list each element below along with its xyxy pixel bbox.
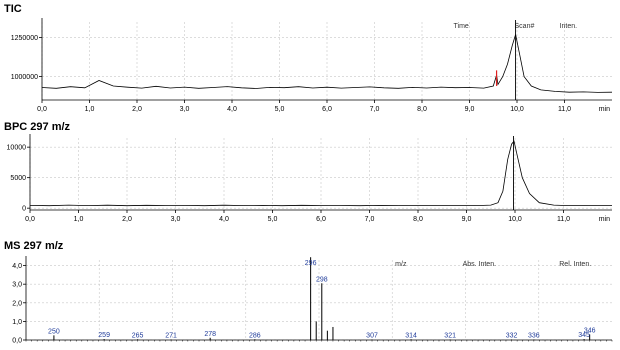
ms-spectrum-chart[interactable]: 0,0 1,0 2,0 3,0 4,0 m/z Abs. Inten. Rel. Inten.… — [0, 252, 620, 350]
ms-title: MS 297 m/z — [4, 240, 64, 252]
y-tick-label: 4,0 — [12, 263, 22, 270]
x-tick-label: 8,0 — [413, 216, 423, 223]
y-tick-label: 1000000 — [11, 74, 38, 81]
x-tick-label: 9,0 — [465, 106, 475, 113]
y-tick-label: 3,0 — [12, 282, 22, 289]
x-tick-label: 0,0 — [25, 216, 35, 223]
peak-label: 278 — [204, 331, 216, 338]
x-tick-label: 11,0 — [558, 106, 571, 113]
tic-title: TIC — [4, 3, 22, 15]
x-tick-label: 5,0 — [268, 216, 278, 223]
y-tick-label: 1,0 — [12, 319, 22, 326]
header-label: Time — [454, 23, 469, 30]
y-tick-label: 10000 — [7, 145, 27, 152]
x-tick-label: 4,0 — [227, 106, 237, 113]
y-tick-label: 0 — [22, 206, 26, 213]
x-tick-label: 1,0 — [85, 106, 95, 113]
x-tick-label: 4,0 — [219, 216, 229, 223]
header-label: Scan# — [515, 23, 535, 30]
peak-label: 307 — [366, 332, 378, 339]
header-label: Inten. — [560, 23, 578, 30]
peak-label: 346 — [584, 327, 596, 334]
bpc-chart[interactable]: 0 5000 10000 0,0 1,0 2,0 3,0 4,0 5,0 6,0 7,0 8,0 9,0… — [0, 134, 620, 226]
x-tick-label: 5,0 — [275, 106, 285, 113]
tic-chart[interactable]: 1000000 1250000 0,0 1,0 2,0 3,0 4,0 5,0 6,0 7,0 8,… — [0, 16, 620, 116]
x-tick-label: 0,0 — [37, 106, 47, 113]
header-label: Rel. Inten. — [559, 261, 591, 268]
peak-label: 250 — [48, 328, 60, 335]
x-tick-label: 2,0 — [122, 216, 132, 223]
y-tick-label: 2,0 — [12, 300, 22, 307]
y-tick-label: 5000 — [10, 175, 26, 182]
bpc-title: BPC 297 m/z — [4, 121, 71, 133]
x-tick-label: 9,0 — [462, 216, 472, 223]
x-tick-label: 8,0 — [417, 106, 427, 113]
peak-label: 271 — [165, 332, 177, 339]
peak-label: 259 — [98, 332, 110, 339]
peak-label: 314 — [405, 332, 417, 339]
y-tick-label: 1250000 — [11, 35, 38, 42]
peak-label: 332 — [506, 332, 518, 339]
x-tick-label: 3,0 — [171, 216, 181, 223]
y-tick-label: 0,0 — [12, 338, 22, 345]
x-tick-label: 1,0 — [74, 216, 84, 223]
x-tick-label: 7,0 — [365, 216, 375, 223]
x-tick-label: 2,0 — [132, 106, 142, 113]
series-line — [29, 140, 613, 207]
header-label: m/z — [395, 261, 407, 268]
x-unit-label: min — [599, 106, 610, 113]
peak-label: 286 — [249, 332, 261, 339]
peak-label: 336 — [528, 332, 540, 339]
x-tick-label: 6,0 — [322, 106, 332, 113]
x-unit-label: min — [599, 216, 610, 223]
peak-label: 321 — [444, 332, 456, 339]
x-tick-label: 7,0 — [370, 106, 380, 113]
x-tick-label: 6,0 — [316, 216, 326, 223]
x-tick-label: 10,0 — [510, 106, 524, 113]
x-tick-label: 11,0 — [557, 216, 570, 223]
series-line — [41, 34, 613, 93]
header-label: Abs. Inten. — [463, 261, 497, 268]
peak-label: 296 — [305, 260, 317, 267]
x-tick-label: 10,0 — [508, 216, 522, 223]
x-tick-label: 3,0 — [180, 106, 190, 113]
peak-label: 265 — [132, 332, 144, 339]
peak-label: 345 — [578, 332, 590, 339]
peak-label: 298 — [316, 276, 328, 283]
